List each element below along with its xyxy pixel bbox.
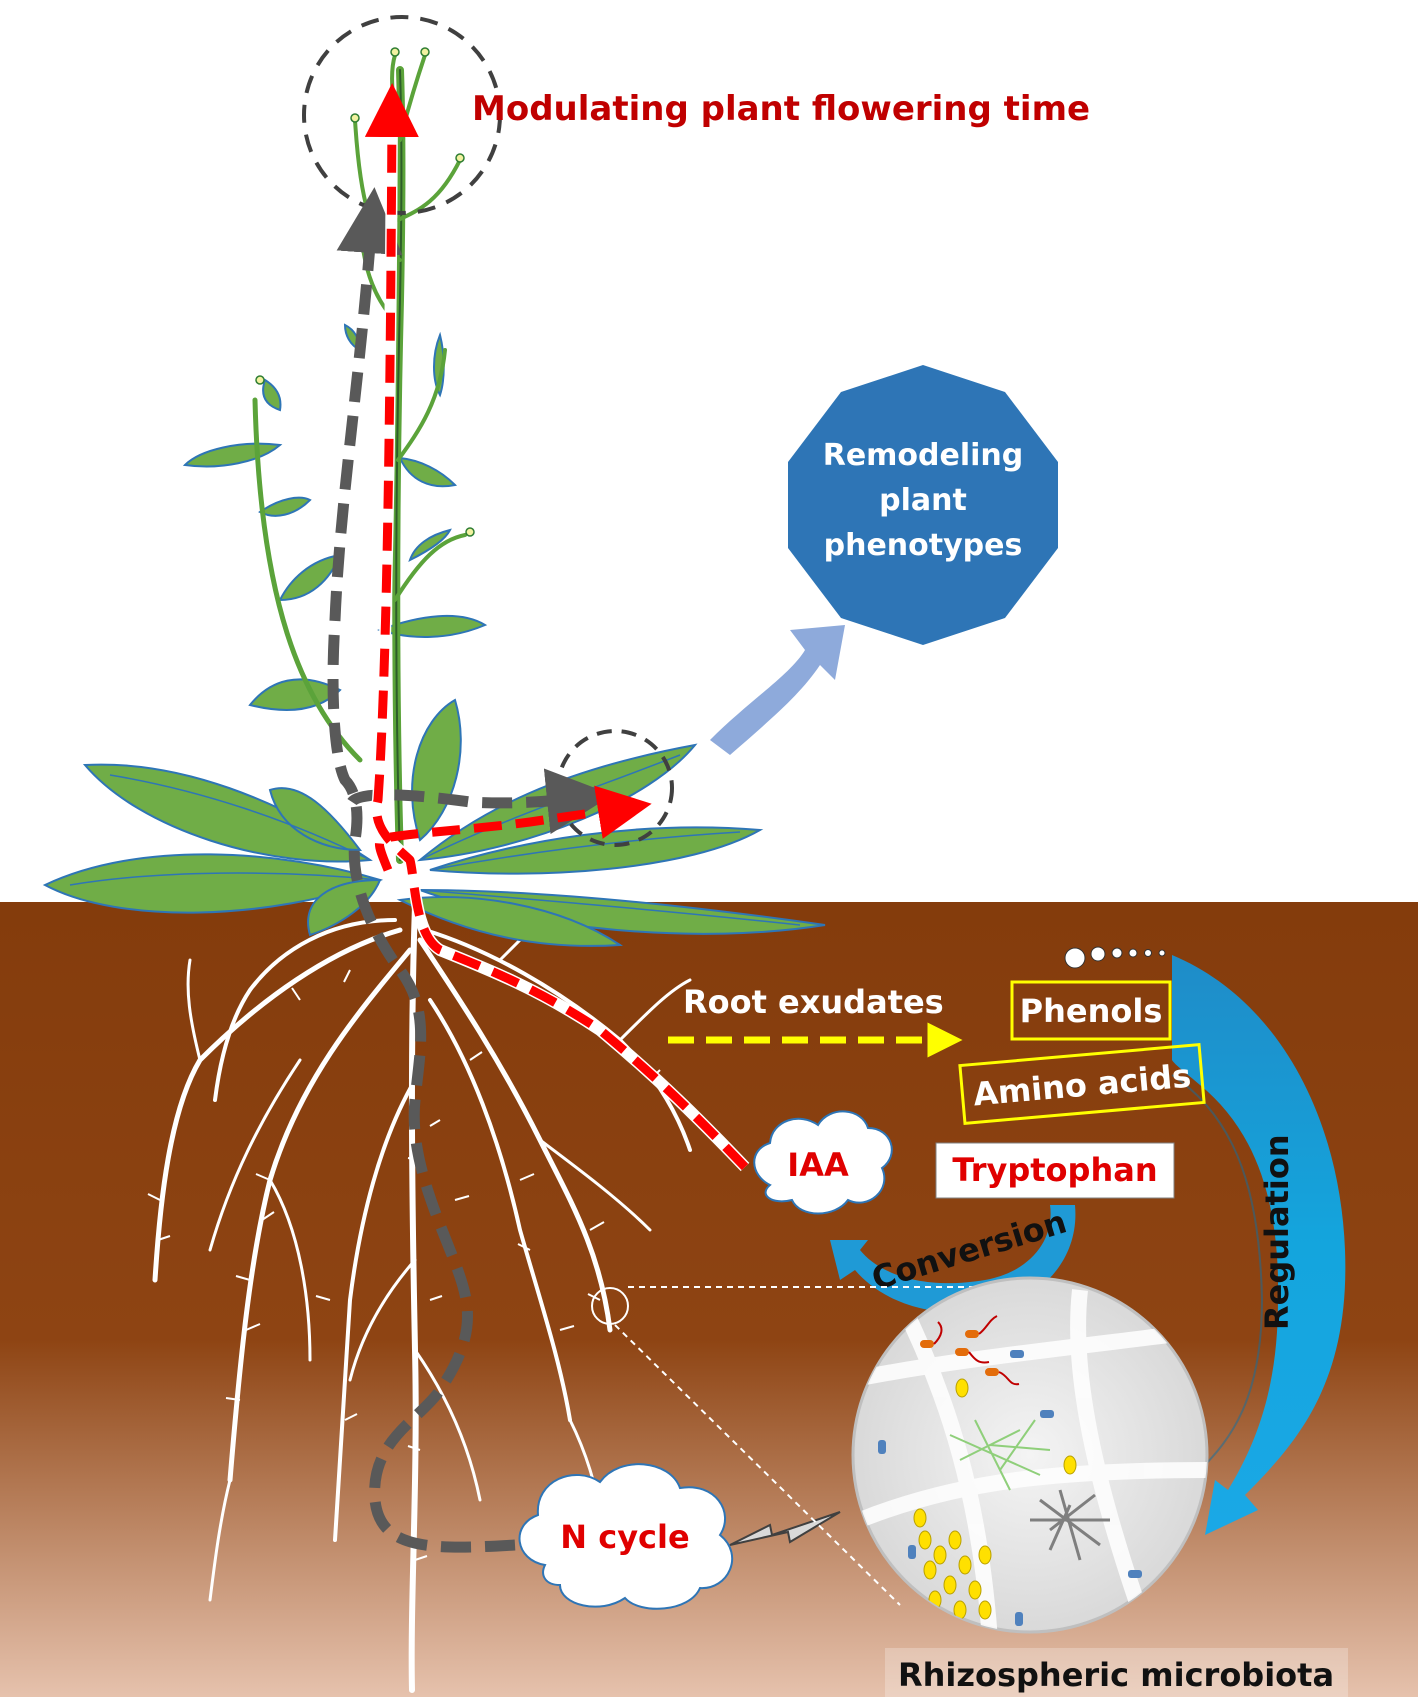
remodeling-line-2: plant	[879, 483, 967, 518]
rhizosphere-label-box	[885, 1648, 1348, 1697]
grey-signal-path	[327, 187, 613, 1553]
remodeling-node: Remodeling plant phenotypes	[788, 365, 1058, 645]
n-cycle-lightning	[729, 1511, 841, 1546]
remodeling-line-3: phenotypes	[824, 528, 1023, 563]
root-exudates-label: Root exudates	[683, 983, 944, 1021]
red-signal-path	[364, 83, 750, 1172]
flowering-label: Modulating plant flowering time	[472, 89, 1090, 129]
tryptophan-box	[935, 1142, 1175, 1199]
root-system	[152, 888, 692, 1693]
regulation-label: Regulation	[1258, 1134, 1296, 1330]
phenols-box	[1010, 980, 1172, 1041]
n-cycle-label: N cycle	[560, 1518, 689, 1556]
rhizosphere-label: Rhizospheric microbiota	[898, 1656, 1334, 1694]
tryptophan-label: Tryptophan	[952, 1151, 1157, 1189]
rhizosphere-zoom	[851, 1276, 1209, 1634]
regulation-arrow-inner	[1171, 1074, 1264, 1471]
iaa-label: IAA	[787, 1146, 849, 1184]
n-cycle-cloud: N cycle	[518, 1463, 733, 1610]
root-zoom-circle	[591, 1287, 629, 1325]
exudate-bubbles	[1064, 946, 1166, 969]
root-hairs	[147, 969, 661, 1561]
iaa-cloud: IAA	[753, 1110, 893, 1215]
remodeling-arrow	[710, 625, 845, 755]
phenols-label: Phenols	[1020, 992, 1163, 1030]
remodeling-line-1: Remodeling	[823, 438, 1024, 473]
zoom-lines	[614, 1286, 985, 1606]
leaf-veins	[69, 754, 801, 926]
regulation-arrow	[1172, 955, 1346, 1535]
